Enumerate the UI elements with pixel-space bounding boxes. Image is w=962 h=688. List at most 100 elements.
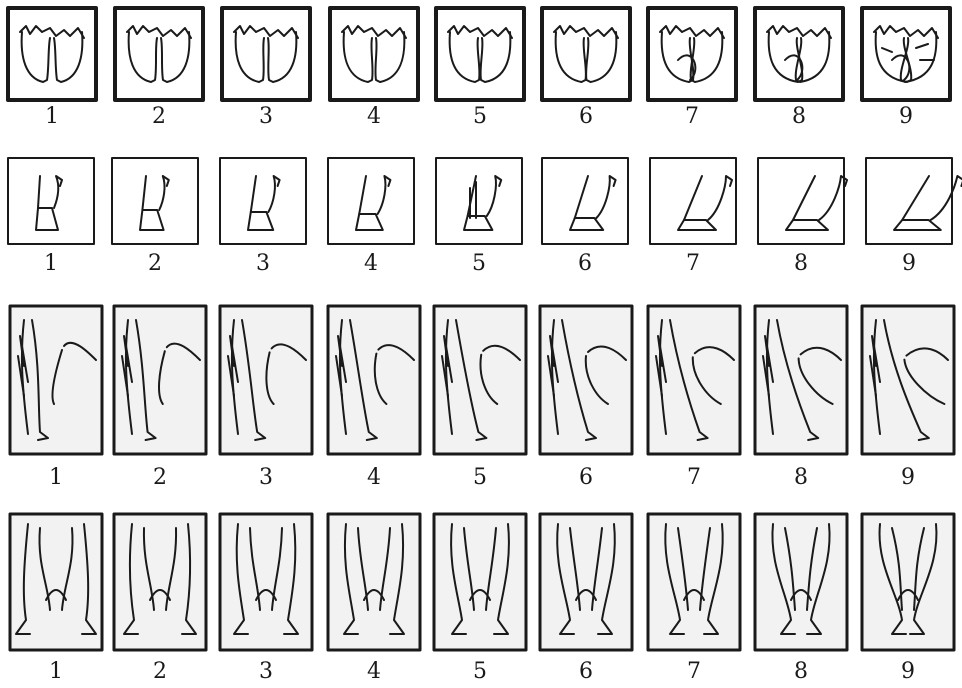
leg-rear-panel-frame bbox=[648, 514, 740, 650]
leg-rear-score-label: 7 bbox=[687, 659, 701, 684]
pastern-panel-8 bbox=[758, 158, 847, 244]
claw-panel-6 bbox=[542, 8, 630, 100]
leg-rear-panel-8 bbox=[755, 514, 847, 650]
claw-panel-frame bbox=[648, 8, 736, 100]
pastern-panel-frame bbox=[112, 158, 198, 244]
leg-rear-panel-3 bbox=[220, 514, 312, 650]
pastern-panel-frame bbox=[220, 158, 306, 244]
pastern-score-label: 7 bbox=[686, 251, 700, 276]
claw-panel-1 bbox=[8, 8, 96, 100]
claw-panel-3 bbox=[222, 8, 310, 100]
claw-panel-9 bbox=[862, 8, 950, 100]
claw-score-label: 5 bbox=[473, 104, 487, 129]
leg-side-score-label: 1 bbox=[49, 465, 63, 490]
leg-side-panel-4 bbox=[328, 306, 420, 454]
pastern-panel-7 bbox=[650, 158, 736, 244]
leg-side-panel-2 bbox=[114, 306, 206, 454]
leg-rear-score-label: 5 bbox=[473, 659, 487, 684]
pastern-panel-1 bbox=[8, 158, 94, 244]
leg-rear-panel-9 bbox=[862, 514, 954, 650]
claw-score-label: 9 bbox=[899, 104, 913, 129]
leg-rear-panel-frame bbox=[328, 514, 420, 650]
claw-score-label: 3 bbox=[259, 104, 273, 129]
claw-panel-4 bbox=[330, 8, 418, 100]
claw-score-label: 1 bbox=[45, 104, 59, 129]
row-leg-rear: 1 2 3 4 5 6 7 8 9 bbox=[10, 514, 954, 684]
pastern-score-label: 6 bbox=[578, 251, 592, 276]
claw-panel-8 bbox=[755, 8, 843, 100]
pastern-score-label: 8 bbox=[794, 251, 808, 276]
leg-side-panel-1 bbox=[10, 306, 102, 454]
leg-rear-score-label: 9 bbox=[901, 659, 915, 684]
leg-rear-score-label: 3 bbox=[259, 659, 273, 684]
leg-rear-panel-frame bbox=[434, 514, 526, 650]
leg-rear-score-label: 2 bbox=[153, 659, 167, 684]
leg-rear-score-label: 6 bbox=[579, 659, 593, 684]
pastern-score-label: 4 bbox=[364, 251, 378, 276]
pastern-panel-frame bbox=[758, 158, 844, 244]
leg-side-score-label: 5 bbox=[473, 465, 487, 490]
claw-panel-2 bbox=[115, 8, 203, 100]
row-claw: 1 2 3 4 5 6 7 8 9 bbox=[8, 8, 950, 129]
claw-score-label: 8 bbox=[792, 104, 806, 129]
leg-side-score-label: 6 bbox=[579, 465, 593, 490]
leg-rear-score-label: 1 bbox=[49, 659, 63, 684]
pastern-score-label: 5 bbox=[472, 251, 486, 276]
claw-score-label: 7 bbox=[685, 104, 699, 129]
leg-side-score-label: 4 bbox=[367, 465, 381, 490]
leg-side-panel-7 bbox=[648, 306, 740, 454]
claw-score-label: 2 bbox=[152, 104, 166, 129]
pastern-panel-frame bbox=[436, 158, 522, 244]
leg-side-score-label: 2 bbox=[153, 465, 167, 490]
claw-panel-frame bbox=[222, 8, 310, 100]
claw-panel-frame bbox=[436, 8, 524, 100]
leg-rear-score-label: 8 bbox=[794, 659, 808, 684]
leg-side-panel-9 bbox=[862, 306, 954, 454]
pastern-panel-frame bbox=[328, 158, 414, 244]
claw-panel-5 bbox=[436, 8, 524, 100]
pastern-panel-frame bbox=[542, 158, 628, 244]
leg-rear-panel-frame bbox=[862, 514, 954, 650]
pastern-score-label: 2 bbox=[148, 251, 162, 276]
leg-rear-panel-frame bbox=[220, 514, 312, 650]
leg-rear-panel-4 bbox=[328, 514, 420, 650]
claw-panel-7 bbox=[648, 8, 736, 100]
leg-side-panel-5 bbox=[434, 306, 526, 454]
leg-rear-panel-5 bbox=[434, 514, 526, 650]
pastern-panel-2 bbox=[112, 158, 198, 244]
claw-panel-frame bbox=[8, 8, 96, 100]
pastern-panel-3 bbox=[220, 158, 306, 244]
leg-side-score-label: 7 bbox=[687, 465, 701, 490]
pastern-panel-frame bbox=[866, 158, 952, 244]
leg-rear-panel-6 bbox=[540, 514, 632, 650]
pastern-panel-4 bbox=[328, 158, 414, 244]
row-pastern: 1 2 3 4 5 6 7 8 9 bbox=[8, 158, 962, 276]
claw-panel-frame bbox=[542, 8, 630, 100]
row-leg-side: 1 2 3 4 5 6 7 8 9 bbox=[10, 306, 954, 490]
pastern-panel-5 bbox=[436, 158, 522, 244]
leg-rear-panel-7 bbox=[648, 514, 740, 650]
pastern-panel-6 bbox=[542, 158, 628, 244]
leg-side-score-label: 8 bbox=[794, 465, 808, 490]
pastern-panel-frame bbox=[650, 158, 736, 244]
claw-panel-frame bbox=[115, 8, 203, 100]
leg-rear-score-label: 4 bbox=[367, 659, 381, 684]
leg-side-panel-6 bbox=[540, 306, 632, 454]
pastern-score-label: 3 bbox=[256, 251, 270, 276]
leg-side-score-label: 3 bbox=[259, 465, 273, 490]
pastern-score-label: 9 bbox=[902, 251, 916, 276]
leg-rear-panel-2 bbox=[114, 514, 206, 650]
leg-side-panel-3 bbox=[220, 306, 312, 454]
pastern-score-label: 1 bbox=[44, 251, 58, 276]
leg-rear-panel-frame bbox=[540, 514, 632, 650]
claw-score-label: 4 bbox=[367, 104, 381, 129]
leg-side-score-label: 9 bbox=[901, 465, 915, 490]
leg-rear-panel-frame bbox=[755, 514, 847, 650]
pastern-panel-frame bbox=[8, 158, 94, 244]
claw-score-label: 6 bbox=[579, 104, 593, 129]
leg-side-panel-8 bbox=[755, 306, 847, 454]
claw-panel-frame bbox=[330, 8, 418, 100]
pastern-panel-9 bbox=[866, 158, 962, 244]
